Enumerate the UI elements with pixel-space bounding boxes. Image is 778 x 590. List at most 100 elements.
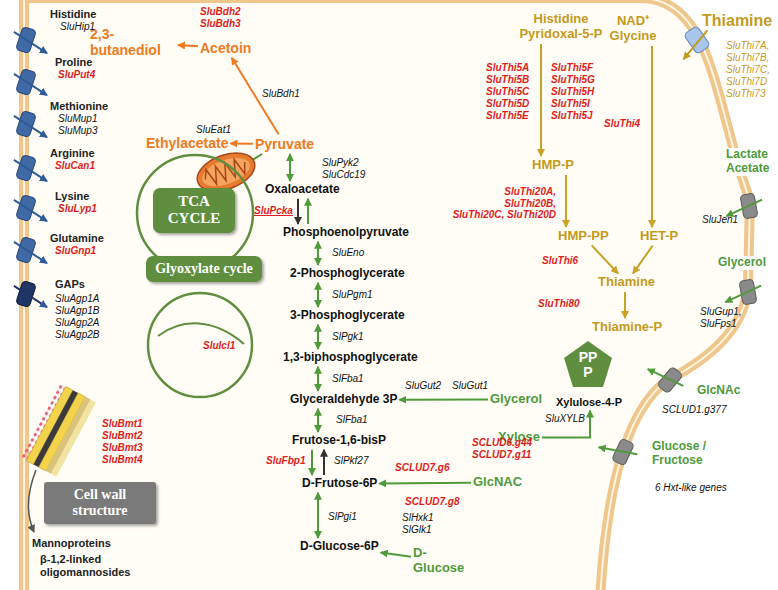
pathway-arrow [317, 325, 319, 349]
pathway-arrow [297, 199, 299, 224]
metabolite: Pyruvate [255, 136, 314, 152]
illustration-part [9, 234, 53, 269]
metabolite: 1,3-biphosphoglycerate [283, 351, 418, 365]
illustration-part [24, 0, 750, 590]
illustration-part [9, 66, 53, 101]
illustration-part [21, 384, 96, 477]
pathway-box: Glyoxylate cycle [146, 256, 262, 282]
node-text: Phosphoenolpyruvate [283, 226, 409, 240]
compound-label: β-1,2-linked oligomannosides [40, 553, 162, 578]
gene-label: SluThi7A, [726, 40, 769, 52]
gene-label: SluCan1 [55, 160, 95, 172]
gene-label: SluBdh3 [200, 18, 241, 30]
gene-label: SluFbp1 [266, 455, 305, 467]
node-text: HMP-PP [558, 229, 609, 244]
illustration-part [202, 156, 248, 187]
node-text: Cell wall structure [50, 487, 150, 519]
metabolite: D-Glucose-6P [300, 540, 379, 554]
gene-label: 6 Hxt-like genes [655, 482, 727, 494]
gene-label: SluFps1 [700, 318, 737, 330]
gene-label: SluPut4 [58, 69, 95, 81]
gene-label: SluPgm1 [332, 289, 373, 301]
gene-label: SluGup1, [700, 306, 742, 318]
metabolite: Glyceraldehyde 3P [290, 393, 397, 407]
node-text: HET-P [640, 229, 678, 244]
gene-label: SluGut2 [405, 380, 441, 392]
node-text: Xylulose-4-P [556, 396, 622, 409]
metabolite: Thiamine [598, 275, 655, 290]
gene-label: SCLUD7.g6 [395, 462, 449, 474]
illustration-part [722, 278, 764, 308]
gene-label: SCLUD6.g44 [472, 437, 532, 449]
gene-label: SluGnp1 [55, 245, 96, 257]
node-text: D-Glucose [413, 546, 468, 576]
metabolite: Acetoin [200, 40, 251, 56]
metabolite: GlcNAC [473, 475, 522, 490]
gene-label: SluBmt4 [102, 454, 143, 466]
gene-label: SluLyp1 [58, 203, 97, 215]
illustration-part [9, 192, 53, 227]
gene-label: SluThi7B, [726, 52, 769, 64]
pathway-arrow [399, 399, 488, 401]
gene-label: SluJen1 [702, 214, 738, 226]
illustration-part [9, 24, 53, 59]
compound-label: Glutamine [50, 232, 104, 245]
gene-label: SlPgk1 [332, 331, 364, 343]
node-text: Histidine Pyridoxal-5-P [508, 12, 614, 42]
illustration-part [9, 192, 53, 227]
compound-label: Glycerol [716, 256, 768, 270]
gene-label: SluBmt2 [102, 430, 143, 442]
pathway-arrow [565, 175, 567, 227]
metabolite: Xylulose-4-P [556, 396, 622, 409]
node-text: Pyruvate [255, 136, 314, 152]
illustration-part [9, 108, 53, 143]
illustration-part [644, 355, 689, 398]
pathway-arrow [542, 411, 590, 438]
gene-label: SluThi5H [551, 86, 594, 98]
gene-label: SluThi5A [486, 62, 529, 74]
node-text: TCA CYCLE [159, 193, 229, 228]
node-text: Thiamine [598, 275, 655, 290]
metabolite: D-Glucose [413, 546, 468, 576]
node-text: 1,3-biphosphoglycerate [283, 351, 418, 365]
metabolite: Ethylacetate [146, 135, 228, 151]
gene-label: SluThi5D [486, 98, 529, 110]
gene-label: SluBdh2 [200, 6, 241, 18]
gene-label: SluIcl1 [203, 340, 235, 352]
gene-label: SluBmt1 [102, 418, 143, 430]
compound-label: Mannoproteins [32, 537, 111, 550]
gene-label: SCLUD7.g8 [405, 496, 459, 508]
gene-label: SluThi5J [551, 110, 593, 122]
illustration-part [9, 152, 53, 187]
gene-label: SlFba1 [336, 414, 368, 426]
gene-label: SluGut1 [452, 380, 488, 392]
gene-label: SluThi5E [486, 110, 529, 122]
gene-label: SluThi73 [726, 88, 765, 100]
pathway-arrow [317, 283, 319, 307]
illustration-part [722, 278, 764, 308]
node-text: GlcNAC [473, 475, 522, 490]
gene-label: SluThi5I [551, 98, 590, 110]
pathway-arrow [323, 450, 325, 475]
gene-label: SluThi5C [486, 86, 529, 98]
node-text: Ethylacetate [146, 135, 228, 151]
metabolite: Thiamine-P [592, 320, 662, 335]
pathway-arrow [317, 242, 319, 265]
pathway-arrow [540, 44, 542, 156]
gene-label: SlPkf27 [334, 455, 368, 467]
gene-label: SluThi80 [538, 298, 580, 310]
illustration-part [9, 278, 53, 313]
pathway-arrow [317, 367, 319, 391]
gene-label: SluThi20A, SluThi20B, SluThi20C, SluThi2… [452, 186, 556, 221]
node-text: Glyoxylate cycle [152, 261, 256, 277]
node-text: NAD⁺ Glycine [604, 14, 662, 44]
node-text: HMP-P [532, 158, 574, 173]
node-text: D-Glucose-6P [300, 540, 379, 554]
pathway-box: TCA CYCLE [153, 188, 235, 233]
illustration-part [51, 400, 96, 477]
gene-label: SluMup1 [58, 113, 97, 125]
illustration-part [148, 293, 252, 397]
metabolite: HMP-P [532, 158, 574, 173]
pathway-pentagon: PPP [563, 340, 613, 388]
